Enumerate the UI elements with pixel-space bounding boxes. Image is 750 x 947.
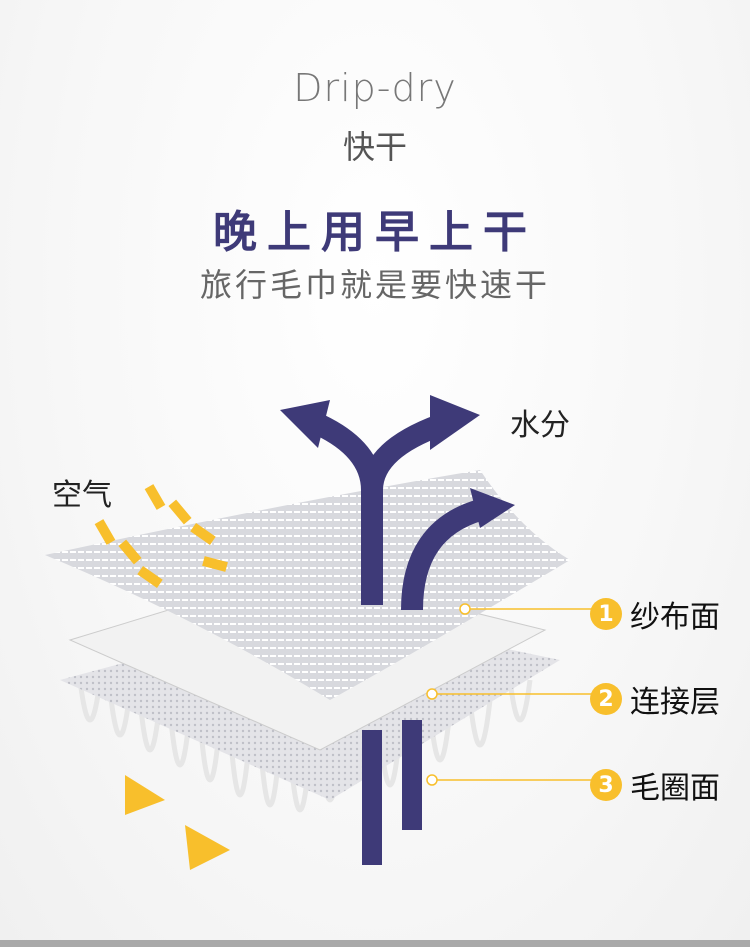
air-arrows (94, 484, 230, 870)
water-channel (402, 720, 422, 830)
bottom-divider (0, 940, 750, 947)
title-english: Drip-dry (293, 66, 457, 110)
layer-name: 纱布面 (630, 600, 720, 635)
layer-pointers (426, 603, 592, 786)
water-arrows (315, 414, 484, 611)
subtitle: 旅行毛巾就是要快速干 (199, 266, 550, 304)
layer-name: 连接层 (630, 685, 720, 720)
air-label: 空气 (52, 478, 112, 513)
layer-label-terry: 3 毛圈面 (590, 763, 720, 807)
arrow-heads (280, 395, 515, 528)
title-chinese: 快干 (342, 128, 407, 166)
number-badge: 1 (590, 598, 622, 630)
number-badge: 2 (590, 683, 622, 715)
water-label: 水分 (510, 408, 570, 443)
water-channel (362, 730, 382, 865)
layer-name: 毛圈面 (630, 771, 720, 806)
layer-label-connection: 2 连接层 (590, 677, 720, 721)
fabric-layers-illustration (45, 395, 592, 870)
layer-label-gauze: 1 纱布面 (590, 592, 720, 636)
number-badge: 3 (590, 769, 622, 801)
headline: 晚上用早上干 (213, 207, 537, 258)
